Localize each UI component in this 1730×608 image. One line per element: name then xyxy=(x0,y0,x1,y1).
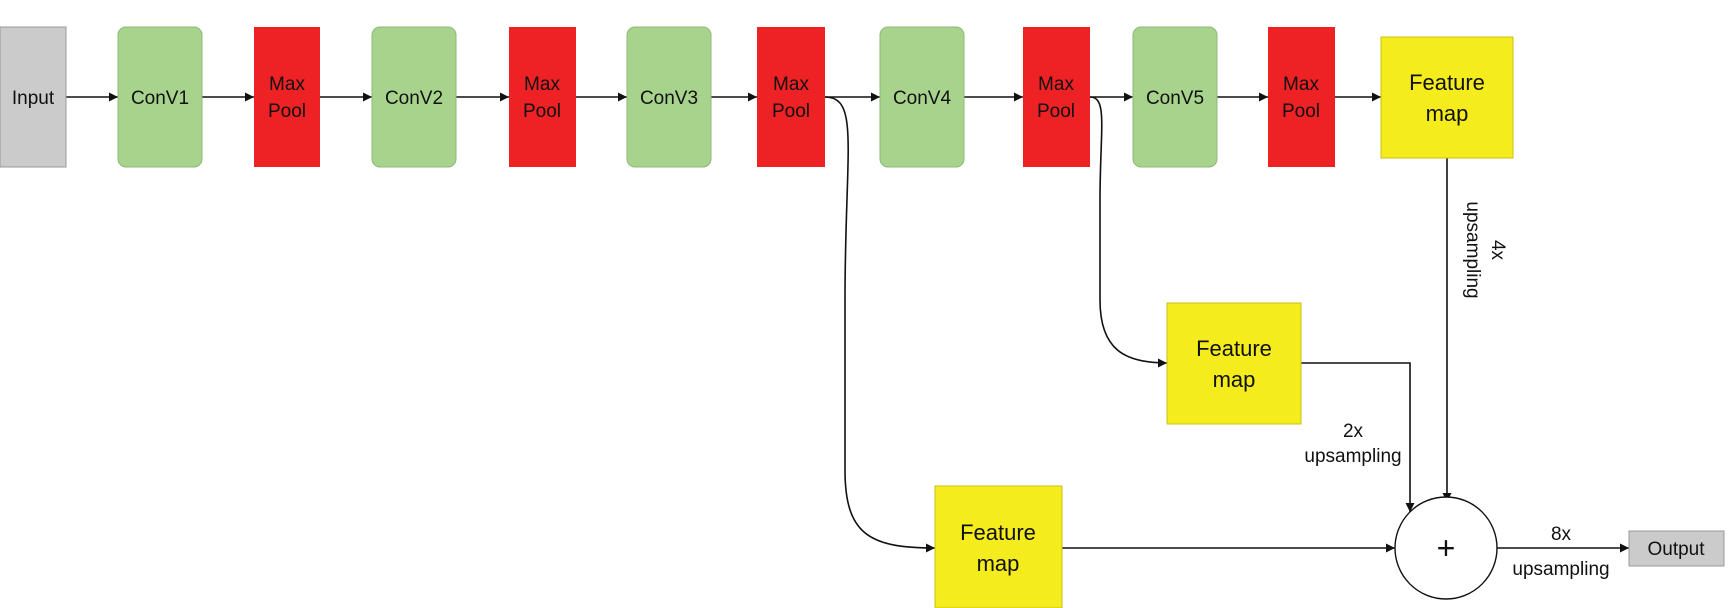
node-conv3: ConV3 xyxy=(626,26,712,168)
label-8x-upsampling: 8x upsampling xyxy=(1512,524,1609,580)
node-feature-top: Feature map xyxy=(1380,36,1514,159)
feature-top-label-line2: map xyxy=(1426,101,1469,126)
label-4x-upsampling: 4x upsampling xyxy=(1462,201,1508,298)
feature-top-box xyxy=(1380,36,1514,159)
node-pool4: Max Pool xyxy=(1023,27,1090,167)
output-box xyxy=(1628,530,1725,567)
label-2x-upsampling: 2x upsampling xyxy=(1304,421,1401,467)
pool4-label-line2: Pool xyxy=(1037,101,1075,122)
conv2-label: ConV2 xyxy=(385,88,443,109)
up2-line1: 2x xyxy=(1343,421,1364,442)
edges xyxy=(66,92,1629,553)
feature-top-label-line1: Feature xyxy=(1409,70,1485,95)
pool4-label-line1: Max xyxy=(1038,74,1074,95)
pool5-label-line1: Max xyxy=(1283,74,1319,95)
pool3-box xyxy=(757,27,825,167)
conv3-label: ConV3 xyxy=(640,88,698,109)
conv1-label: ConV1 xyxy=(131,88,189,109)
node-sum: + xyxy=(1394,496,1498,600)
feature-bottom-label-line2: map xyxy=(977,551,1020,576)
output-label: Output xyxy=(1647,539,1705,560)
pool4-box xyxy=(1023,27,1090,167)
pool1-label-line1: Max xyxy=(269,74,305,95)
pool2-label-line2: Pool xyxy=(523,101,561,122)
up8-line2: upsampling xyxy=(1512,559,1609,580)
conv4-label: ConV4 xyxy=(893,88,952,109)
pool1-box xyxy=(254,27,320,167)
conv5-label: ConV5 xyxy=(1146,88,1204,109)
node-pool1: Max Pool xyxy=(254,27,320,167)
sum-circle xyxy=(1394,496,1498,600)
edge-pool4-feature-mid xyxy=(1089,96,1168,368)
pool1-label-line2: Pool xyxy=(268,101,306,122)
pool2-label-line1: Max xyxy=(524,74,560,95)
edge-pool3-feature-bottom xyxy=(824,96,936,553)
conv5-box xyxy=(1132,26,1218,168)
feature-bottom-box xyxy=(934,485,1063,608)
feature-mid-box xyxy=(1166,302,1302,425)
node-output: Output xyxy=(1628,530,1725,567)
edge-feature-mid-sum xyxy=(1301,362,1415,512)
feature-mid-label-line2: map xyxy=(1213,367,1256,392)
node-feature-mid: Feature map xyxy=(1166,302,1302,425)
pool5-box xyxy=(1268,27,1335,167)
up8-line1: 8x xyxy=(1551,524,1572,545)
conv1-box xyxy=(117,26,203,168)
input-label: Input xyxy=(12,88,55,109)
node-conv5: ConV5 xyxy=(1132,26,1218,168)
up4-line2: upsampling xyxy=(1462,201,1483,298)
feature-mid-label-line1: Feature xyxy=(1196,336,1272,361)
sum-symbol: + xyxy=(1437,530,1456,566)
pool5-label-line2: Pool xyxy=(1282,101,1320,122)
node-conv2: ConV2 xyxy=(371,26,457,168)
node-pool2: Max Pool xyxy=(509,27,576,167)
pool3-label-line1: Max xyxy=(773,74,809,95)
conv2-box xyxy=(371,26,457,168)
node-conv1: ConV1 xyxy=(117,26,203,168)
up2-line2: upsampling xyxy=(1304,446,1401,467)
node-conv4: ConV4 xyxy=(879,26,965,168)
up4-line1: 4x xyxy=(1487,240,1508,261)
conv3-box xyxy=(626,26,712,168)
feature-bottom-label-line1: Feature xyxy=(960,520,1036,545)
node-pool5: Max Pool xyxy=(1268,27,1335,167)
node-pool3: Max Pool xyxy=(757,27,825,167)
pool3-label-line2: Pool xyxy=(772,101,810,122)
node-input: Input xyxy=(0,26,67,168)
node-feature-bottom: Feature map xyxy=(934,485,1063,608)
pool2-box xyxy=(509,27,576,167)
conv4-box xyxy=(879,26,965,168)
input-box xyxy=(0,26,67,168)
